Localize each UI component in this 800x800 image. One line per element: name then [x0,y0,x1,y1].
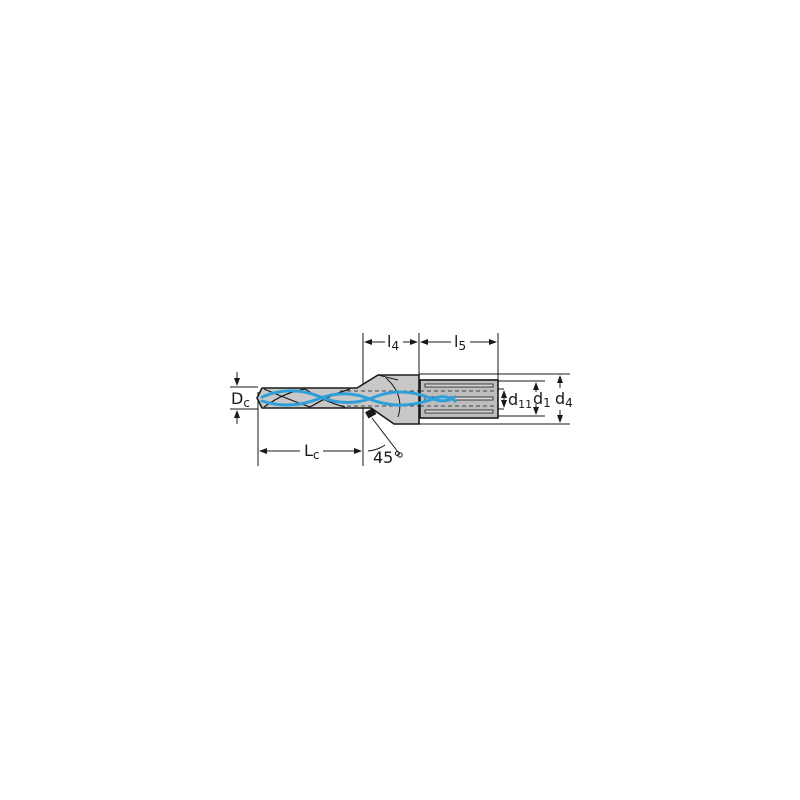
coolant-channels [260,389,457,407]
label-dc-sub: c [243,396,250,410]
label-l5-main: l [454,332,459,351]
drill-shank [419,379,499,419]
label-d4-main: d [555,389,566,408]
label-angle: 45° [373,448,402,467]
label-l4: l4 [387,332,400,353]
label-l4-sub: 4 [391,339,400,353]
label-d11-sub: 11 [518,398,533,411]
label-d11: d11 [508,390,533,411]
label-d4-sub: 4 [565,396,573,410]
label-l4-main: l [387,332,392,351]
extension-lines [230,333,570,466]
label-dc-main: D [231,389,244,408]
label-d1: d1 [533,389,551,410]
label-lc: Lc [304,441,320,462]
label-d11-main: d [508,390,519,409]
label-l5: l5 [454,332,467,353]
label-d1-main: d [533,389,544,408]
label-dc: Dc [231,389,250,410]
drill-flute-section [256,374,420,425]
label-lc-main: L [304,441,313,460]
label-l5-sub: 5 [458,339,467,353]
label-d1-sub: 1 [543,396,551,410]
dimension-lines [234,339,563,458]
label-lc-sub: c [312,448,320,462]
label-d4: d4 [555,389,573,410]
